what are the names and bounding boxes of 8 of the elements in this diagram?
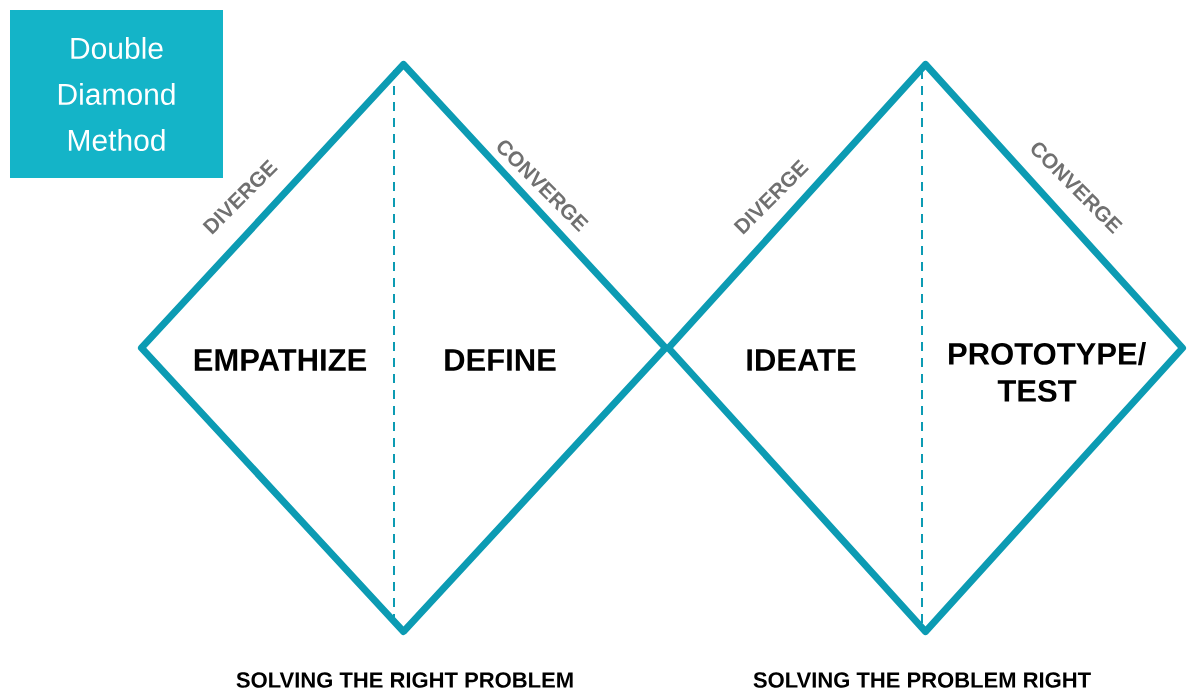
caption: SOLVING THE RIGHT PROBLEM	[236, 672, 573, 688]
phase-label: PROTOTYPE/ TEST	[949, 342, 1146, 402]
title-box: Double Diamond Method	[10, 10, 223, 178]
diamond	[664, 60, 1187, 636]
phase-label: DEFINE	[445, 349, 556, 371]
phase-label: IDEATE	[747, 349, 856, 371]
caption: SOLVING THE PROBLEM RIGHT	[753, 672, 1091, 688]
phase-label: EMPATHIZE	[194, 349, 367, 371]
